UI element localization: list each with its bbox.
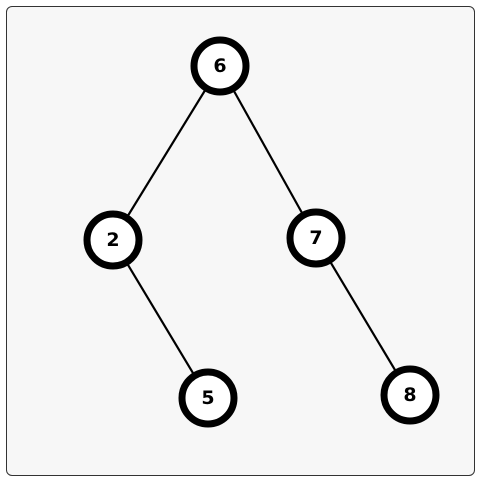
node-label: 6 xyxy=(213,55,226,77)
node-label: 7 xyxy=(309,227,322,249)
node-circle xyxy=(190,36,250,96)
tree-node-6: 6 xyxy=(190,36,250,96)
node-circle xyxy=(380,365,440,425)
tree-node-8: 8 xyxy=(380,365,440,425)
node-label: 8 xyxy=(403,384,416,406)
edge-7-8 xyxy=(315,237,411,396)
tree-edges xyxy=(112,65,411,399)
node-circle xyxy=(286,208,346,268)
tree-node-5: 5 xyxy=(178,368,238,428)
edge-2-5 xyxy=(112,239,209,399)
tree-node-2: 2 xyxy=(83,210,143,270)
edge-6-2 xyxy=(112,65,221,241)
tree-nodes: 6 2 7 5 8 xyxy=(83,36,440,428)
node-label: 5 xyxy=(201,387,214,409)
node-circle xyxy=(83,210,143,270)
node-circle xyxy=(178,368,238,428)
edge-6-7 xyxy=(219,65,317,239)
node-label: 2 xyxy=(106,229,119,251)
tree-node-7: 7 xyxy=(286,208,346,268)
